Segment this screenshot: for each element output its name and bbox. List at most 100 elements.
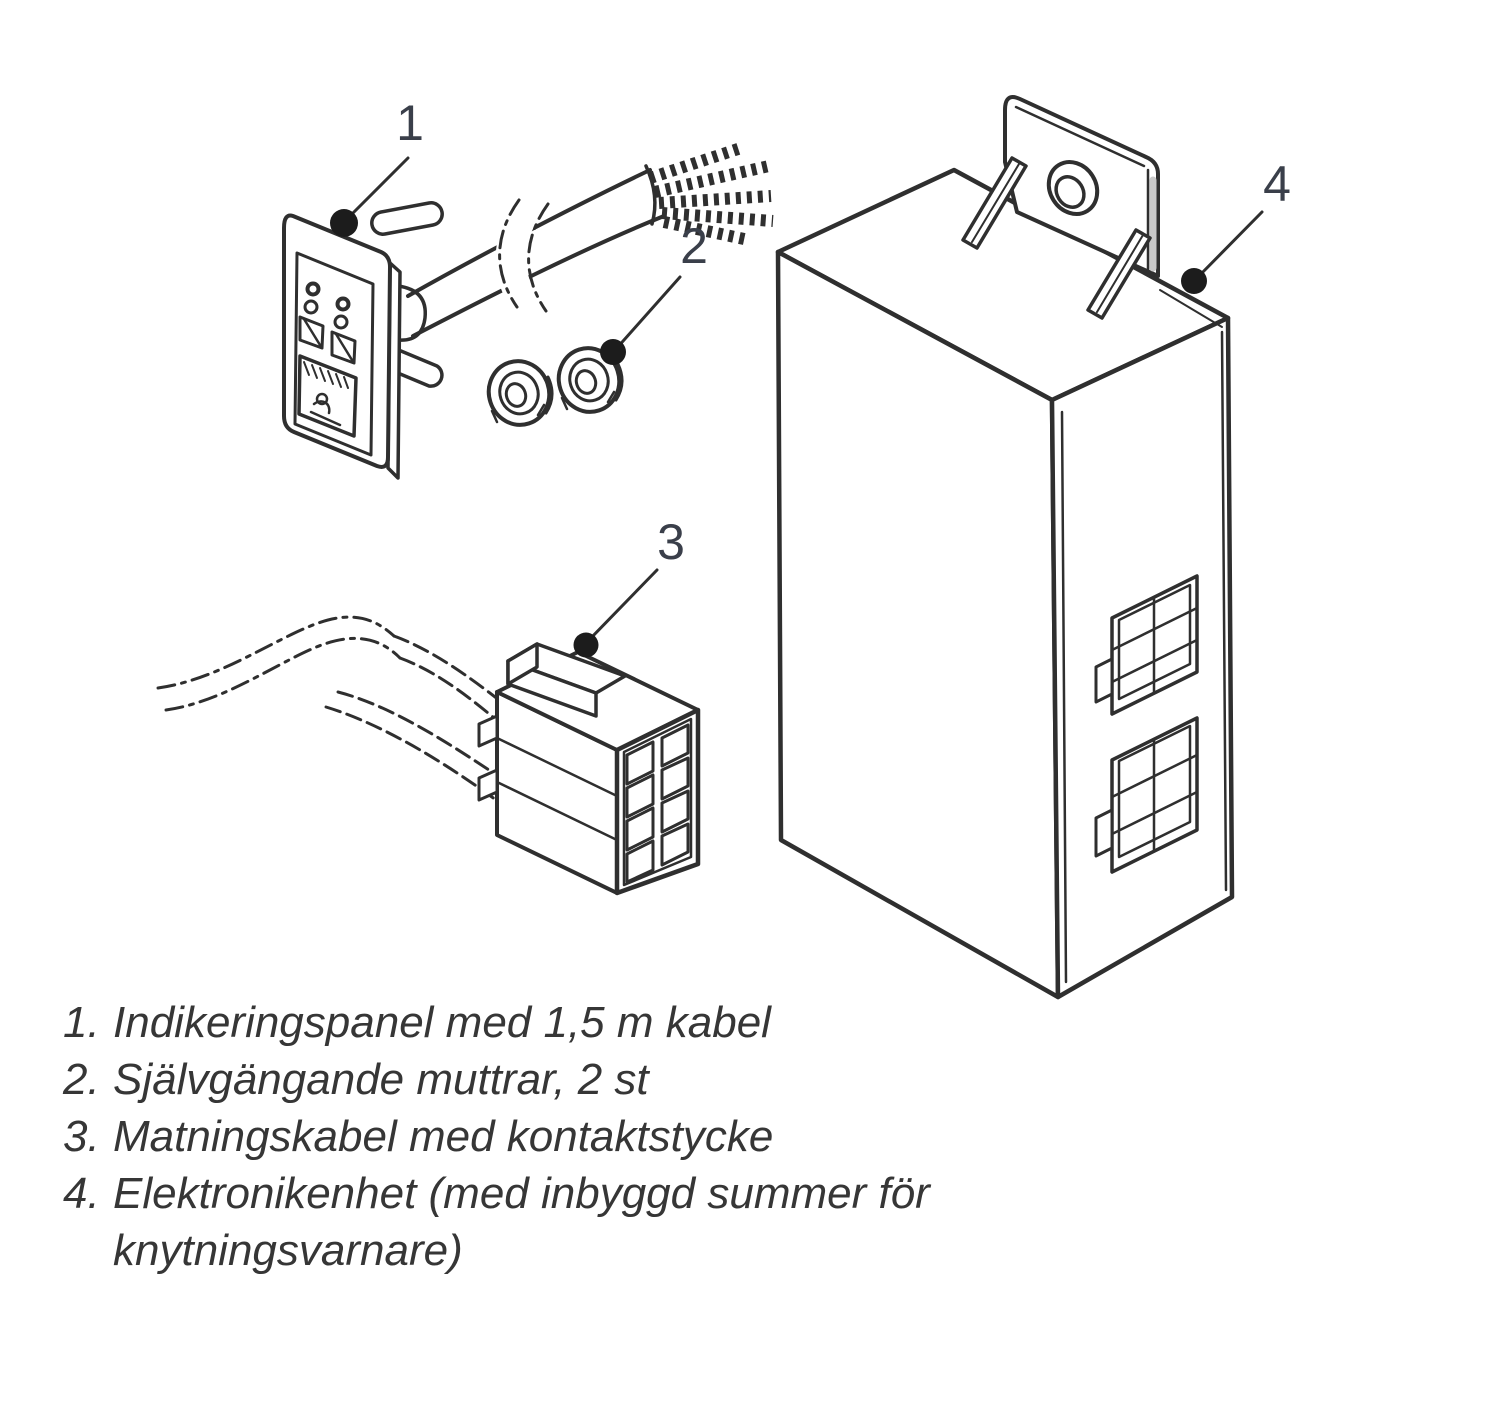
- mounting-stud-upper: [370, 201, 444, 236]
- socket-inset: [1117, 724, 1192, 859]
- unit-socket-lower: [1094, 716, 1199, 874]
- legend-item: 3. Matningskabel med kontaktstycke: [63, 1108, 1053, 1165]
- callout-4-dot: [1181, 268, 1207, 294]
- bracket-edge-line: [1014, 105, 1146, 168]
- cable-continuation-wave: [164, 636, 402, 712]
- nut-facet-line: [536, 403, 546, 417]
- callouts: 1 2 3 4: [330, 95, 1291, 658]
- callout-3-number: 3: [657, 514, 685, 570]
- terminal-tab: [477, 714, 499, 748]
- nut-hole: [504, 382, 528, 408]
- cable-break-mark: [498, 198, 521, 309]
- nut-facet-line: [490, 409, 499, 424]
- pictogram-frame: [297, 354, 358, 438]
- pin-face-collar: [622, 717, 693, 887]
- nut-chamfer-ring: [498, 370, 540, 416]
- nut-side-depth: [544, 375, 554, 415]
- pictogram-figure-body: [312, 400, 331, 415]
- front-edge-double-line: [1060, 410, 1068, 984]
- unit-socket-upper: [1094, 574, 1199, 716]
- supply-cable-line: [336, 690, 500, 778]
- indicator-panel-drawing: [282, 142, 774, 480]
- electronic-unit-drawing: [775, 95, 1235, 1000]
- legend-item-text: Matningskabel med kontaktstycke: [113, 1112, 774, 1161]
- frayed-wire-strand: [661, 207, 774, 227]
- pictogram-hatch: [335, 373, 342, 388]
- top-right-edge-double-line: [1159, 289, 1223, 328]
- connector-latch: [506, 642, 627, 718]
- frayed-wire-strand: [648, 142, 743, 184]
- callout-1-leader: [344, 156, 410, 222]
- gusset-inner-line: [1096, 234, 1144, 313]
- cable-break-mark: [527, 202, 550, 313]
- panel-cable: [406, 142, 774, 338]
- pin-cavity: [660, 822, 690, 867]
- nut-outer-ring: [556, 346, 622, 414]
- callout-4-number: 4: [1263, 156, 1291, 212]
- callout-3-leader: [587, 568, 659, 642]
- icon-body: [298, 315, 325, 350]
- legend-item: 1. Indikeringspanel med 1,5 m kabel: [63, 994, 1053, 1051]
- pin-cavity: [660, 789, 690, 834]
- pictogram-hatch: [311, 364, 318, 379]
- icon-belt-line: [334, 332, 354, 362]
- connector-pin-cavities: [625, 723, 690, 884]
- panel-inner-border: [293, 251, 375, 457]
- panel-pictogram: [297, 354, 358, 438]
- led-indicator-right: [335, 296, 351, 312]
- bracket-hole-outer: [1046, 160, 1100, 216]
- pin-cavity: [660, 723, 690, 768]
- bracket-hole-inner: [1054, 175, 1086, 209]
- mounting-bracket: [961, 95, 1160, 320]
- pictogram-figure-head: [315, 392, 329, 406]
- led-indicator-left: [305, 281, 321, 297]
- socket-inset: [1117, 583, 1192, 701]
- pictogram-hatch: [319, 367, 326, 382]
- legend-item: 4. Elektronikenhet (med inbyggd summer f…: [63, 1165, 1053, 1279]
- icon-head: [303, 299, 319, 315]
- socket-grid-line: [1110, 753, 1199, 799]
- socket-grid-line: [1110, 790, 1199, 836]
- nut-right: [556, 346, 624, 414]
- pictogram-figure-seat: [309, 410, 342, 427]
- nut-side-depth: [614, 362, 624, 402]
- nut-outer-ring: [486, 359, 552, 427]
- supply-cable-line: [398, 656, 501, 724]
- frayed-wire-strand: [658, 190, 772, 209]
- legend-item-text: Indikeringspanel med 1,5 m kabel: [113, 998, 771, 1047]
- legend-item-text: Självgängande muttrar, 2 st: [113, 1055, 649, 1104]
- callout-2-dot: [600, 339, 626, 365]
- pin-cavity: [625, 740, 655, 786]
- pin-cavity: [625, 839, 655, 884]
- frayed-wire-strand: [662, 216, 751, 246]
- nuts-drawing: [486, 346, 624, 427]
- pictogram-hatch: [343, 376, 349, 389]
- legend-item: 2. Självgängande muttrar, 2 st: [63, 1051, 1053, 1108]
- icon-belt-line: [302, 317, 322, 347]
- terminal-step-line: [495, 736, 619, 798]
- connector-drawing: [156, 615, 701, 896]
- frayed-wire-strand: [653, 160, 771, 198]
- nut-facet-line: [560, 396, 569, 411]
- socket-key-notch: [1094, 657, 1114, 704]
- pictogram-hatch: [327, 370, 334, 385]
- nut-chamfer-ring: [568, 357, 610, 403]
- legend-item-number: 3.: [63, 1112, 100, 1161]
- legend-item-number: 4.: [63, 1169, 100, 1218]
- callout-2-number: 2: [680, 218, 708, 274]
- latch-side: [506, 642, 539, 686]
- icon-head: [333, 314, 349, 330]
- legend-item-text: Elektronikenhet (med inbyggd summer för …: [113, 1169, 930, 1275]
- panel-face: [282, 213, 392, 469]
- supply-cable-line: [392, 634, 501, 702]
- pictogram-hatch: [303, 361, 310, 376]
- belt-reminder-icon-left: [298, 299, 325, 350]
- callout-1-number: 1: [396, 95, 424, 151]
- cable-break-gap: [495, 189, 546, 323]
- belt-reminder-icon-right: [330, 314, 357, 365]
- callout-1-dot: [330, 209, 358, 237]
- legend: 1. Indikeringspanel med 1,5 m kabel 2. S…: [63, 994, 1053, 1279]
- callout-2-leader: [614, 275, 682, 351]
